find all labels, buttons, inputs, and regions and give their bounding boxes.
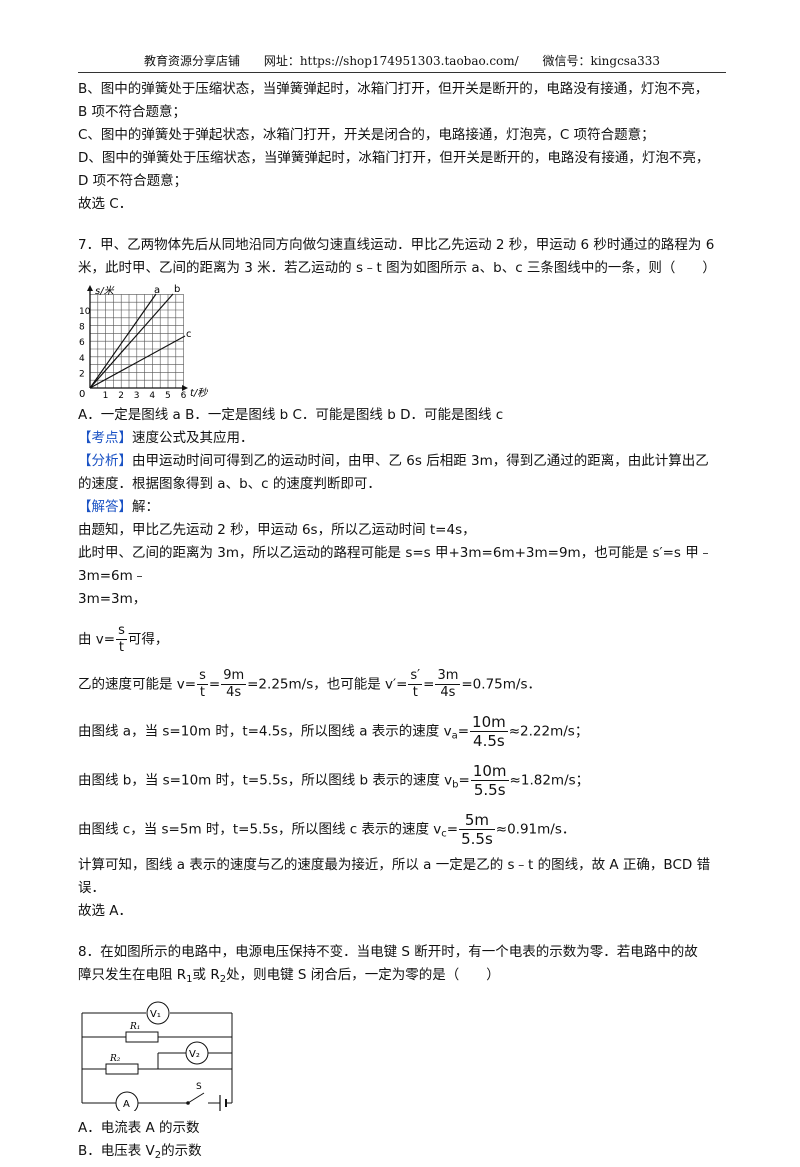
resistor-r2 [105, 1063, 139, 1075]
ammeter-a [115, 1091, 139, 1111]
y-tick-labels: 2 4 6 8 10 [79, 307, 91, 379]
y-tick-label: 6 [79, 338, 85, 348]
x-tick-label: 5 [165, 391, 171, 401]
line-b [89, 293, 174, 389]
shop-name: 教育资源分享店铺 [143, 54, 240, 68]
svg-text:A: A [123, 1099, 130, 1110]
x-tick-label: 4 [149, 391, 155, 401]
line-c [89, 335, 186, 389]
q7-line-a-speed: 由图线 a，当 s=10m 时，t=4.5s，所以图线 a 表示的速度 va=1… [78, 713, 589, 750]
q7-fenxi-line1: 【分析】由甲运动时间可得到乙的运动时间，由甲、乙 6s 后相距 3m，得到乙通过… [78, 453, 709, 469]
y-axis-label: s/米 [95, 285, 115, 297]
q6-option-d-line1: D、图中的弹簧处于压缩状态，当弹簧弹起时，冰箱门打开，但开关是断开的，电路没有接… [78, 150, 710, 166]
q7-stem-line1: 7．甲、乙两物体先后从同地沿同方向做匀速直线运动．甲比乙先运动 2 秒，甲运动 … [78, 237, 715, 253]
document-body: B、图中的弹簧处于压缩状态，当弹簧弹起时，冰箱门打开，但开关是断开的，电路没有接… [78, 78, 726, 1167]
q8-stem-line1: 8．在如图所示的电路中，电源电压保持不变．当电键 S 断开时，有一个电表的示数为… [78, 944, 698, 960]
shop-url: 网址：https://shop174951303.taobao.com/ [263, 54, 519, 68]
q7-solution-line1: 由题知，甲比乙先运动 2 秒，甲运动 6s，所以乙运动时间 t=4s， [78, 522, 476, 538]
x-tick-label: 2 [118, 391, 124, 401]
label-c: c [186, 329, 192, 340]
voltmeter-v2 [185, 1041, 209, 1065]
svg-text:R₂: R₂ [109, 1054, 121, 1064]
svg-text:R₁: R₁ [129, 1022, 140, 1032]
x-axis-label: t/秒 [190, 387, 208, 399]
q6-option-b-line1: B、图中的弹簧处于压缩状态，当弹簧弹起时，冰箱门打开，但开关是断开的，电路没有接… [78, 81, 709, 97]
q7-fenxi-line2: 的速度．根据图象得到 a、b、c 的速度判断即可． [78, 476, 381, 492]
q8-option-b: B．电压表 V2的示数 [78, 1143, 202, 1161]
q6-option-d-line2: D 项不符合题意； [78, 173, 188, 189]
x-tick-label: 1 [103, 391, 109, 401]
resistor-r1 [125, 1031, 159, 1043]
circuit-diagram: V₁ R₁ R₂ V₂ A S [81, 1001, 233, 1111]
y-axis-arrow [87, 285, 93, 291]
x-axis-arrow [182, 385, 188, 391]
y-tick-label: 8 [79, 323, 85, 333]
graph-grid [90, 294, 184, 388]
q7-solution-line3: 3m=3m， [78, 591, 147, 607]
q7-line-c-speed: 由图线 c，当 s=5m 时，t=5.5s，所以图线 c 表示的速度 vc=5m… [78, 811, 576, 848]
svg-text:V₁: V₁ [150, 1009, 161, 1020]
jieda-tag: 【解答】 [78, 499, 132, 515]
origin-label: 0 [79, 389, 85, 400]
q6-option-c: C、图中的弹簧处于弹起状态，冰箱门打开，开关是闭合的，电路接通，灯泡亮，C 项符… [78, 127, 655, 143]
q7-options: A．一定是图线 a B．一定是图线 b C．可能是图线 b D．可能是图线 c [78, 407, 504, 423]
q6-answer: 故选 C． [78, 196, 133, 212]
page-header: 教育资源分享店铺 网址：https://shop174951303.taobao… [78, 50, 726, 73]
line-a [89, 293, 157, 389]
q7-answer: 故选 A． [78, 903, 133, 919]
q8-option-a: A．电流表 A 的示数 [78, 1120, 200, 1136]
svg-text:V₂: V₂ [189, 1049, 200, 1060]
x-tick-label: 6 [181, 391, 187, 401]
q7-conclusion: 计算可知，图线 a 表示的速度与乙的速度最为接近，所以 a 一定是乙的 s﹣t … [78, 857, 711, 896]
kaodian-tag: 【考点】 [78, 430, 132, 446]
label-b: b [174, 284, 180, 295]
q7-kaodian: 【考点】速度公式及其应用． [78, 430, 254, 446]
svg-text:S: S [196, 1082, 202, 1092]
y-tick-label: 2 [79, 369, 85, 379]
fenxi-tag: 【分析】 [78, 453, 132, 469]
q6-option-b-line2: B 项不符合题意； [78, 104, 187, 120]
q7-stem-line2: 米，此时甲、乙间的距离为 3 米．若乙运动的 s﹣t 图为如图所示 a、b、c … [78, 260, 716, 276]
wechat-id: 微信号：kingcsa333 [542, 54, 661, 68]
label-a: a [154, 285, 160, 296]
q7-jieda: 【解答】解： [78, 499, 159, 515]
switch-contact [186, 1101, 190, 1105]
y-tick-label: 10 [79, 307, 91, 317]
q8-stem-line2: 障只发生在电阻 R1或 R2处，则电键 S 闭合后，一定为零的是（ ） [78, 967, 500, 985]
q7-line-b-speed: 由图线 b，当 s=10m 时，t=5.5s，所以图线 b 表示的速度 vb=1… [78, 762, 590, 799]
voltmeter-v1 [146, 1001, 170, 1025]
y-tick-label: 4 [79, 354, 85, 364]
q7-solution-line2: 此时甲、乙间的距离为 3m，所以乙运动的路程可能是 s=s 甲+3m=6m+3m… [78, 545, 713, 584]
x-tick-label: 3 [134, 391, 140, 401]
